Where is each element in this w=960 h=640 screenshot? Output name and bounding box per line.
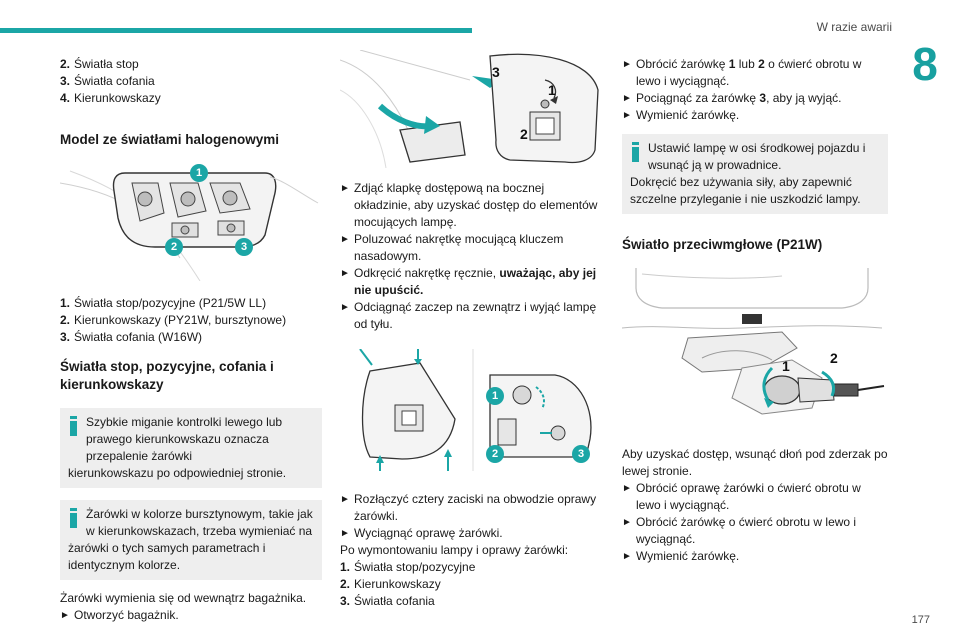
step: ►Obrócić żarówkę o ćwierć obrotu w lewo … <box>622 515 857 546</box>
column-middle: 3 1 2 ►Zdjąć klapkę dostępową na bocznej… <box>339 49 602 610</box>
list-item: 2.Kierunkowskazy <box>340 577 441 591</box>
triangle-right-icon: ► <box>622 483 632 494</box>
header-accent-bar <box>0 28 472 33</box>
after-list: 1.Światła stop/pozycyjne 2.Kierunkowskaz… <box>340 559 602 610</box>
column-left: 2.Światła stop 3.Światła cofania 4.Kieru… <box>59 56 322 624</box>
figure-label: 2 <box>520 126 528 142</box>
section-title: W razie awarii <box>816 20 892 34</box>
info-icon <box>70 416 77 436</box>
paragraph: Po wymontowaniu lampy i oprawy żarówki: <box>340 543 569 557</box>
list-item: 1.Światła stop/pozycyjne <box>340 560 476 574</box>
figure-label: 1 <box>782 358 790 374</box>
list-item: 1.Światła stop/pozycyjne (P21/5W LL) <box>60 296 267 310</box>
figure-bulb-holder: 1 2 3 <box>340 348 602 471</box>
step: ►Rozłączyć cztery zaciski na obwodzie op… <box>340 492 597 523</box>
triangle-right-icon: ► <box>622 517 632 528</box>
bulb-list: 1.Światła stop/pozycyjne (P21/5W LL) 2.K… <box>60 295 322 346</box>
chapter-number: 8 <box>912 38 938 90</box>
callout-badge: 1 <box>486 387 504 405</box>
triangle-right-icon: ► <box>622 93 632 104</box>
triangle-right-icon: ► <box>622 110 632 121</box>
note-text: Żarówki w kolorze bursztynowym, takie ja… <box>86 507 313 538</box>
note-text: żarówki o tych samych parametrach i iden… <box>68 541 266 572</box>
step: ►Obrócić oprawę żarówki o ćwierć obrotu … <box>622 481 861 512</box>
note-text: Ustawić lampę w osi środkowej pojazdu i … <box>648 141 866 172</box>
figure-label: 2 <box>830 350 838 366</box>
paragraph: Żarówki wymienia się od wewnątrz bagażni… <box>60 591 307 605</box>
callout-badge: 3 <box>572 445 590 463</box>
info-note: Szybkie miganie kontrolki lewego lub pra… <box>60 408 322 488</box>
step: ►Zdjąć klapkę dostępową na bocznej okład… <box>340 181 598 229</box>
figure-fog-lamp: 1 2 <box>621 268 888 426</box>
figure-halogen-lamp: 1 2 3 <box>59 163 322 282</box>
triangle-right-icon: ► <box>340 183 350 194</box>
callout-badge: 2 <box>486 445 504 463</box>
step: ►Odciągnąć zaczep na zewnątrz i wyjąć la… <box>340 300 597 331</box>
page-number: 177 <box>911 614 930 626</box>
triangle-right-icon: ► <box>340 268 350 279</box>
step: ►Obrócić żarówkę 1 lub 2 o ćwierć obrotu… <box>622 57 862 88</box>
step: ►Wymienić żarówkę. <box>622 549 740 563</box>
step: ►Wymienić żarówkę. <box>622 108 740 122</box>
column-right: ►Obrócić żarówkę 1 lub 2 o ćwierć obrotu… <box>621 56 888 565</box>
note-text: Szybkie miganie kontrolki lewego lub pra… <box>86 415 283 463</box>
callout-badge: 3 <box>235 238 253 256</box>
list-item: 2.Światła stop <box>60 57 139 71</box>
list-item: 3.Światła cofania (W16W) <box>60 330 203 344</box>
triangle-right-icon: ► <box>340 234 350 245</box>
triangle-right-icon: ► <box>340 494 350 505</box>
info-note: Ustawić lampę w osi środkowej pojazdu i … <box>622 134 888 214</box>
figure-trunk-panel: 3 1 2 <box>339 49 602 169</box>
triangle-right-icon: ► <box>622 551 632 562</box>
note-text: kierunkowskazu po odpowiedniej stronie. <box>68 466 287 480</box>
fog-lamp-drawing <box>621 268 885 415</box>
callout-badge: 1 <box>190 164 208 182</box>
step: ►Odkręcić nakrętkę ręcznie, uważając, ab… <box>340 266 597 297</box>
info-icon <box>632 142 639 162</box>
list-item: 3.Światła cofania <box>340 594 435 608</box>
info-note: Żarówki w kolorze bursztynowym, takie ja… <box>60 500 322 580</box>
figure-label: 1 <box>548 82 556 98</box>
bulb-holder-drawing <box>359 348 592 471</box>
step: ►Wyciągnąć oprawę żarówki. <box>340 526 503 540</box>
top-list: 2.Światła stop 3.Światła cofania 4.Kieru… <box>60 56 322 107</box>
triangle-right-icon: ► <box>340 302 350 313</box>
heading-stop-lamps: Światła stop, pozycyjne, cofania i kieru… <box>60 359 274 392</box>
callout-badge: 2 <box>165 238 183 256</box>
triangle-right-icon: ► <box>60 610 70 621</box>
list-item: 2.Kierunkowskazy (PY21W, bursztynowe) <box>60 313 287 327</box>
step: ►Poluzować nakrętkę mocującą kluczem nas… <box>340 232 564 263</box>
halogen-lamp-drawing <box>59 170 319 282</box>
trunk-panel-drawing <box>339 49 599 169</box>
figure-label: 3 <box>492 64 500 80</box>
info-icon <box>70 508 77 528</box>
list-item: 3.Światła cofania <box>60 74 155 88</box>
paragraph: Aby uzyskać dostęp, wsunąć dłoń pod zder… <box>622 447 888 478</box>
heading-halogen: Model ze światłami halogenowymi <box>60 132 280 147</box>
heading-fog-lamp: Światło przeciwmgłowe (P21W) <box>622 237 823 252</box>
triangle-right-icon: ► <box>340 528 350 539</box>
step: ►Otworzyć bagażnik. <box>60 608 179 622</box>
note-text: Dokręcić bez używania siły, aby zapewnić… <box>630 175 861 206</box>
triangle-right-icon: ► <box>622 59 632 70</box>
list-item: 4.Kierunkowskazy <box>60 91 161 105</box>
step: ►Pociągnąć za żarówkę 3, aby ją wyjąć. <box>622 91 842 105</box>
